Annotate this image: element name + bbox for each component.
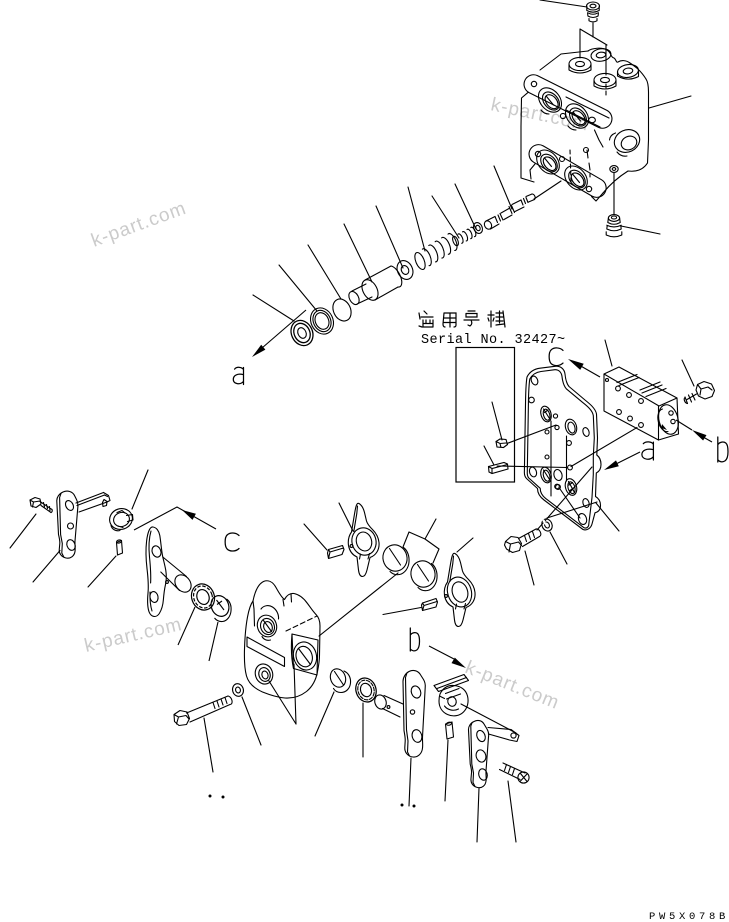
svg-text:Serial No. 32427~: Serial No. 32427~ [421, 333, 566, 348]
svg-text:PW5X078B: PW5X078B [649, 911, 729, 922]
